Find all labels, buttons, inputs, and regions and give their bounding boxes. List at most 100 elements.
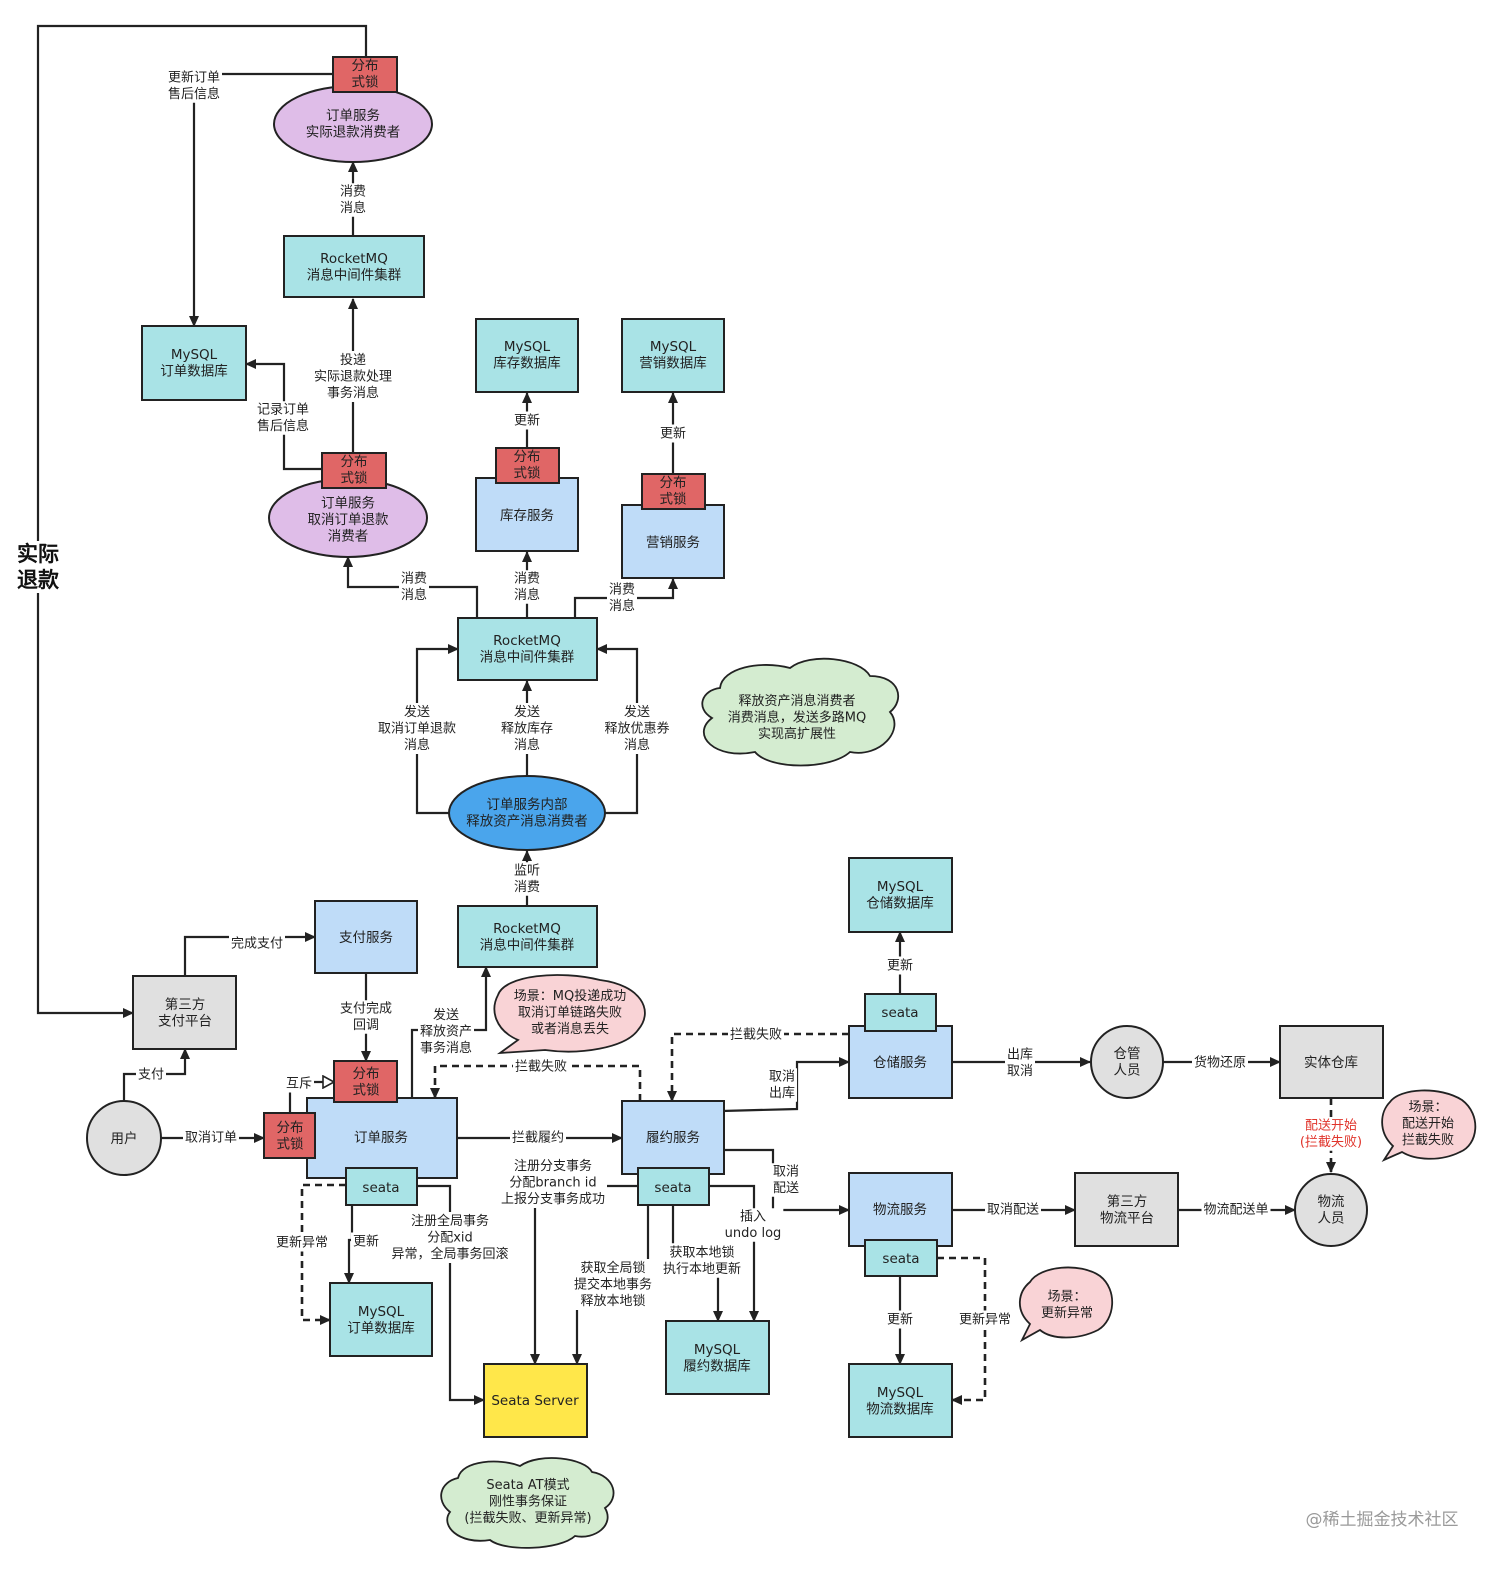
seata-fulfill-label: seata	[654, 1180, 691, 1196]
svg-text:取消配送: 取消配送	[987, 1203, 1039, 1218]
logistics-staff-label: 物流人员	[1318, 1194, 1346, 1227]
edge-label-goods-restore: 货物还原	[1191, 1053, 1249, 1072]
update-scene-text: 场景：更新异常	[1041, 1289, 1093, 1321]
edge-label-send-cancel-refund: 发送取消订单退款消息	[375, 703, 459, 754]
lock-cancel-label: 分布式锁	[341, 454, 368, 487]
seata-warehouse-shape	[864, 993, 937, 1032]
callouts	[440, 657, 1477, 1549]
svg-text:营销服务: 营销服务	[646, 535, 700, 551]
edge-label-update-warehouse: 更新	[884, 956, 916, 975]
edge-label-delivery-started: 配送开始(拦截失败)	[1297, 1117, 1365, 1151]
order-refund-consumer-label: 订单服务实际退款消费者	[306, 108, 401, 141]
svg-text:物流服务: 物流服务	[873, 1202, 927, 1218]
svg-text:订单服务实际退款消费者: 订单服务实际退款消费者	[306, 108, 401, 141]
svg-text:第三方物流平台: 第三方物流平台	[1100, 1193, 1154, 1227]
lock-top-label: 分布式锁	[352, 58, 379, 91]
edge-label-record-aftersale: 记录订单售后信息	[254, 401, 312, 435]
edge-label-update-error-logistics: 更新异常	[956, 1310, 1014, 1329]
svg-text:场景：配送开始拦截失败: 场景：配送开始拦截失败	[1402, 1100, 1454, 1148]
edge-label-payment-callback: 支付完成回调	[337, 1000, 395, 1034]
svg-text:Seata AT模式刚性事务保证(拦截失败、更新异常): Seata AT模式刚性事务保证(拦截失败、更新异常)	[464, 1478, 591, 1526]
svg-text:支付: 支付	[138, 1068, 164, 1083]
edge-register-global-tx	[417, 1184, 485, 1405]
edge-label-update-logistics: 更新	[884, 1310, 916, 1329]
third-logistics-label: 第三方物流平台	[1100, 1193, 1154, 1227]
edge-label-cancel-delivery: 取消配送	[984, 1201, 1042, 1219]
lock-order-shape	[333, 1060, 398, 1103]
mysql-fulfill-shape	[665, 1320, 770, 1395]
physical-warehouse-label: 实体仓库	[1304, 1055, 1358, 1071]
edge-label-consume-top: 消费消息	[337, 183, 369, 217]
svg-text:仓管人员: 仓管人员	[1114, 1046, 1141, 1079]
edge-label-consume-right: 消费消息	[606, 581, 638, 615]
edge-label-complete-payment: 完成支付	[228, 935, 286, 953]
svg-text:订单服务内部释放资产消息消费者: 订单服务内部释放资产消息消费者	[466, 797, 588, 830]
cancel-refund-consumer-label: 订单服务取消订单退款消费者	[308, 496, 389, 545]
nodes	[86, 56, 1384, 1438]
rocketmq-low-shape	[457, 905, 598, 968]
svg-text:订单服务: 订单服务	[354, 1130, 408, 1146]
mq-scene-text: 场景：MQ投递成功取消订单链路失败或者消息丢失	[514, 988, 626, 1037]
svg-text:seata: seata	[881, 1005, 918, 1021]
edge-label-update-order-aftersale: 更新订单售后信息	[165, 68, 223, 103]
release-consumer-label: 订单服务内部释放资产消息消费者	[466, 797, 588, 830]
svg-text:支付完成回调: 支付完成回调	[340, 1001, 392, 1033]
edge-label-send-release-coupon: 发送释放优惠券消息	[602, 703, 672, 754]
svg-text:消费消息: 消费消息	[401, 571, 427, 603]
inventory-service-label: 库存服务	[500, 508, 554, 524]
svg-text:场景：MQ投递成功取消订单链路失败或者消息丢失: 场景：MQ投递成功取消订单链路失败或者消息丢失	[514, 988, 626, 1037]
svg-text:取消出库: 取消出库	[769, 1069, 795, 1101]
svg-text:实际退款: 实际退款	[17, 542, 60, 592]
svg-text:库存服务: 库存服务	[500, 508, 554, 524]
svg-text:互斥: 互斥	[286, 1077, 312, 1092]
seata-warehouse-label: seata	[881, 1005, 918, 1021]
svg-text:取消订单: 取消订单	[185, 1131, 237, 1146]
rocketmq-top-shape	[283, 235, 425, 298]
warehouse-staff-label: 仓管人员	[1114, 1046, 1141, 1079]
fulfill-service-label: 履约服务	[646, 1130, 700, 1146]
svg-text:拦截履约: 拦截履约	[512, 1131, 564, 1146]
seata-logistics-label: seata	[882, 1251, 919, 1267]
edge-label-pay: 支付	[135, 1066, 167, 1084]
mysql-warehouse-shape	[848, 857, 953, 933]
lock-user-label: 分布式锁	[277, 1120, 304, 1153]
fulfill-service-shape	[621, 1100, 725, 1175]
edge-actual-refund	[36, 24, 368, 1018]
svg-text:分布式锁: 分布式锁	[341, 454, 368, 487]
release-note-cloud	[701, 657, 900, 767]
lock-order-label: 分布式锁	[353, 1066, 380, 1099]
svg-text:消费消息: 消费消息	[340, 184, 366, 216]
edge-label-cancel-order: 取消订单	[182, 1129, 240, 1147]
svg-text:货物还原: 货物还原	[1194, 1055, 1246, 1071]
edge-label-cancel-outbound: 取消出库	[766, 1068, 798, 1102]
svg-text:物流人员: 物流人员	[1318, 1194, 1346, 1227]
svg-text:取消配送: 取消配送	[773, 1164, 799, 1196]
svg-text:出库取消: 出库取消	[1007, 1046, 1033, 1079]
edge-update-order-db	[344, 1205, 354, 1284]
svg-text:分布式锁: 分布式锁	[514, 449, 541, 482]
edge-label-update-marketing: 更新	[657, 424, 689, 443]
logistics-staff-shape	[1294, 1173, 1368, 1247]
edge-label-local-lock: 获取本地锁执行本地更新	[660, 1243, 744, 1278]
edge-label-update-order-db: 更新	[350, 1232, 382, 1251]
svg-text:seata: seata	[654, 1180, 691, 1196]
physical-warehouse-shape	[1279, 1025, 1384, 1099]
edge-label-logistics-order: 物流配送单	[1201, 1201, 1271, 1219]
svg-text:实体仓库: 实体仓库	[1304, 1055, 1358, 1071]
marketing-service-shape	[621, 504, 725, 579]
